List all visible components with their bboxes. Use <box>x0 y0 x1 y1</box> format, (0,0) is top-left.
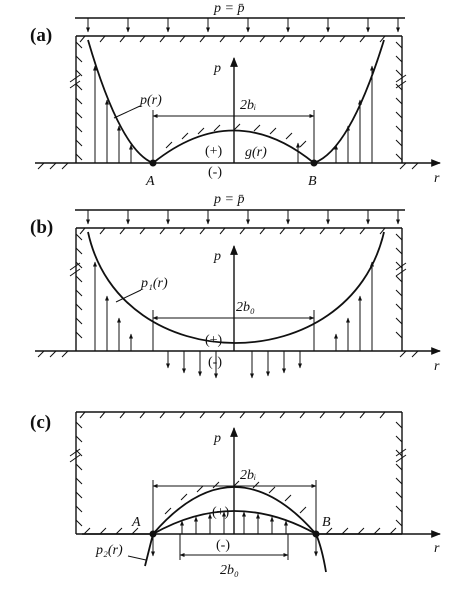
panel-b-body-outline <box>69 227 407 351</box>
panel-a-p-label: p <box>213 61 221 76</box>
panel-c: (c) r p <box>30 411 441 578</box>
panel-c-width-top-label: 2bᵢ <box>240 468 256 483</box>
panel-c-body-outline <box>69 411 407 535</box>
panel-c-curve-leader <box>127 555 147 561</box>
panel-b-pressure-arrows-down <box>166 351 302 379</box>
panel-a-load-label: p = p̄ <box>213 1 244 16</box>
panel-a-point-b <box>310 159 318 167</box>
panel-c-r-label: r <box>434 541 440 556</box>
panel-b-width-label: 2b₀ <box>236 300 255 315</box>
panel-c-point-b <box>312 530 320 538</box>
panel-a-gap-hatch <box>165 123 307 149</box>
panel-c-pressure-arrows <box>151 511 318 557</box>
panel-c-point-a-label: A <box>131 515 141 530</box>
panel-a-gap-arc <box>152 129 315 164</box>
panel-c-curve-label: p₂(r) <box>95 543 123 558</box>
panel-b-tag: (b) <box>30 217 53 238</box>
panel-a-gap-label: g(r) <box>245 145 267 160</box>
panel-a-load-arrows <box>86 18 400 33</box>
panel-a-minus-label: (-) <box>208 165 222 180</box>
panel-a-width-label: 2bᵢ <box>240 98 256 113</box>
panel-c-width-bottom-label: 2b₀ <box>220 563 239 578</box>
panel-b-load-label: p = p̄ <box>213 192 244 207</box>
panel-b-curve-leader <box>115 289 142 303</box>
panel-a-pressure-arrows <box>93 65 374 163</box>
panel-a-pressure-curve <box>87 39 385 164</box>
panel-a: (a) p = p̄ r <box>30 1 441 189</box>
panel-a-tag: (a) <box>30 25 52 46</box>
panel-b-load-arrows <box>86 210 400 225</box>
panel-c-minus-label: (-) <box>216 538 230 553</box>
panel-a-curve-label: p(r) <box>139 93 162 108</box>
panel-b-minus-label: (-) <box>208 355 222 370</box>
panel-b-pressure-curve <box>87 231 385 344</box>
panel-c-plus-label: (+) <box>212 505 230 520</box>
panel-c-tag: (c) <box>30 412 51 433</box>
panel-c-point-b-label: B <box>322 515 331 530</box>
panel-a-r-label: r <box>434 171 440 186</box>
panel-a-ground-hatch <box>37 162 419 170</box>
panel-c-point-a <box>149 530 157 538</box>
panel-b-p-label: p <box>213 249 221 264</box>
panel-b-plus-label: (+) <box>205 333 223 348</box>
panel-b: (b) p = p̄ r p <box>30 192 441 379</box>
panel-b-pressure-arrows-up <box>93 261 374 351</box>
panel-a-body-outline <box>69 35 407 163</box>
panel-b-r-label: r <box>434 359 440 374</box>
panel-a-point-a <box>149 159 157 167</box>
panel-a-point-b-label: B <box>308 174 317 189</box>
panel-c-pressure-curve <box>144 510 327 573</box>
panel-b-ground-hatch <box>37 350 419 358</box>
panel-b-curve-label: p₁(r) <box>140 276 168 291</box>
panel-a-plus-label: (+) <box>205 144 223 159</box>
panel-a-curve-leader <box>113 105 141 119</box>
panel-a-point-a-label: A <box>145 174 155 189</box>
panel-c-p-label: p <box>213 431 221 446</box>
